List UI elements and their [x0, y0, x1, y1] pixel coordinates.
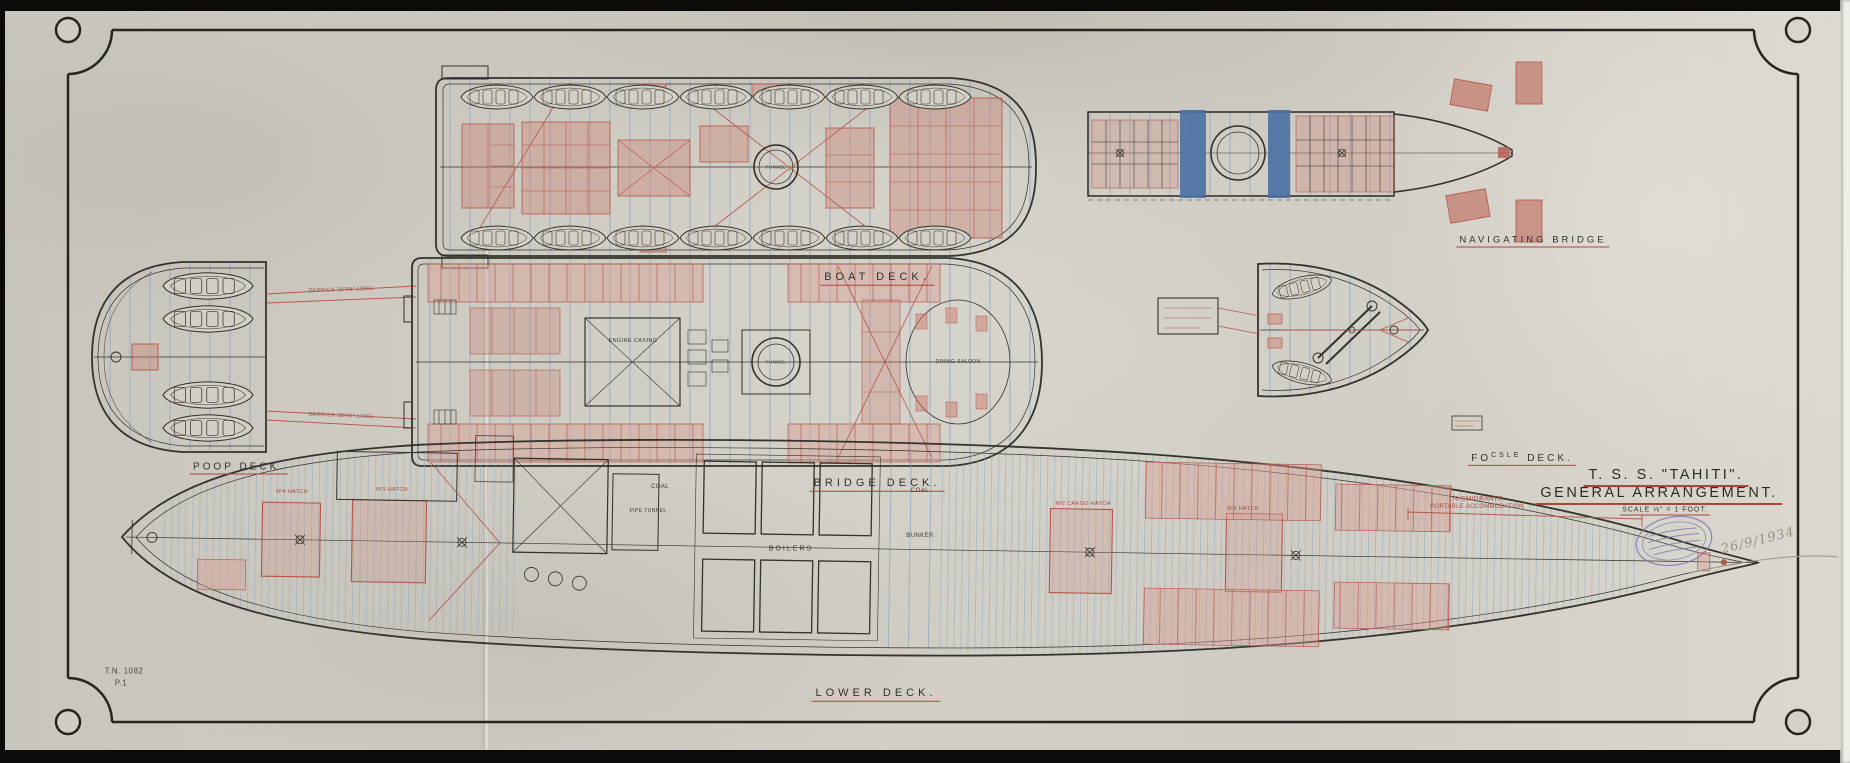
dining-saloon-label: DINING SALOON	[935, 359, 981, 365]
focsle-rest: DECK.	[1521, 453, 1573, 465]
bridge-deck-label: BRIDGE DECK.	[809, 477, 945, 492]
pumps	[524, 567, 587, 591]
boat-deck-outline	[435, 77, 1037, 257]
windlass	[1312, 300, 1381, 365]
corner-ornament	[1784, 708, 1812, 736]
derrick-runner-lines	[837, 265, 933, 459]
blue-deck-band	[1268, 110, 1290, 198]
cabin-block	[1295, 115, 1395, 193]
focsle-deck-plan	[1157, 262, 1483, 431]
refrigerator	[474, 435, 515, 483]
hull-outline	[120, 439, 1761, 657]
capstan	[110, 351, 122, 363]
coal-label-fwd: COAL	[911, 488, 929, 494]
corner-ornament	[54, 16, 82, 44]
cargo-hatches	[260, 499, 1284, 595]
hatch-trunk	[336, 450, 458, 502]
bunker-label: BUNKER	[906, 533, 934, 539]
scale-note: SCALE ⅛" = 1 FOOT.	[1620, 506, 1710, 516]
dining-saloon-room	[905, 299, 1011, 425]
casing	[611, 473, 660, 551]
poop-deck-outline	[91, 261, 267, 453]
emigrants-note-line2: PORTABLE ACCOMMODATION	[1430, 504, 1524, 510]
fore-deckhouse	[1157, 297, 1219, 335]
capstan	[1348, 326, 1356, 334]
blue-deck-band	[1180, 110, 1206, 198]
note-box	[1451, 415, 1483, 431]
corner-ornament	[54, 708, 82, 736]
drawing-number: T.N. 1082	[104, 666, 144, 676]
lower-deck-label: LOWER DECK.	[811, 687, 941, 702]
photo-backing-edge	[1840, 0, 1850, 763]
hatch-no3-label: Nº3 HATCH	[376, 487, 408, 493]
boat-deck-plan	[435, 65, 1037, 269]
focsle-prefix: FO	[1471, 453, 1492, 465]
funnel-label-boat: FUNNEL	[765, 164, 787, 170]
boat-deck-label: BOAT DECK.	[820, 271, 934, 286]
skylights	[687, 329, 729, 387]
corner-ornament	[1784, 16, 1812, 44]
pencil-stroke	[1689, 555, 1839, 574]
hatch-no4-label: Nº4 HATCH	[276, 489, 308, 495]
frame-border	[54, 16, 1812, 736]
capstan	[1389, 325, 1399, 335]
boilers	[700, 460, 873, 635]
focsle-deck-label: FOCSLE DECK.	[1468, 451, 1576, 467]
funnel-label-bridge: FUNNEL	[765, 359, 787, 365]
cabin-block	[1091, 119, 1179, 189]
poop-deck-label: POOP DECK.	[189, 462, 289, 475]
stairs	[433, 299, 457, 425]
derrick-runner-lines	[469, 91, 889, 245]
receipt-stamp	[1635, 515, 1713, 567]
mast-symbol	[1115, 148, 1347, 158]
navigating-bridge-label: NAVIGATING BRIDGE	[1456, 235, 1610, 248]
bridge-deck-outline	[411, 257, 1043, 467]
machinery-space	[512, 457, 609, 555]
sheet-title-arrangement: GENERAL ARRANGEMENT.	[1535, 485, 1783, 505]
mast-symbol	[294, 534, 1302, 561]
sheet-title-ship: T. S. S. "TAHITI".	[1583, 467, 1749, 487]
emigrants-dimension-line	[1407, 508, 1643, 527]
inner-cabins	[469, 299, 901, 425]
funnel-circle	[751, 337, 801, 387]
focsle-sup: CSLE	[1491, 451, 1522, 459]
engine-casing	[584, 317, 681, 407]
funnel-circle	[1210, 125, 1266, 181]
bridge-wing-house	[1445, 61, 1543, 243]
emigrants-note-line1: 76 EMIGRANTS	[1451, 495, 1503, 503]
engine-casing-label: ENGINE CASING	[608, 338, 658, 344]
anchor-chain-lines	[1282, 317, 1420, 343]
boiler-casing	[741, 329, 811, 395]
derrick-lines	[265, 285, 417, 429]
focsle-outline	[1257, 262, 1430, 398]
saloon-tables	[915, 307, 988, 418]
funnel-circle	[753, 144, 799, 190]
poop-deck-plan	[91, 261, 417, 453]
navigating-bridge-plan	[1087, 61, 1543, 243]
page-number: P.1	[114, 678, 128, 688]
coal-label-aft: COAL	[651, 484, 669, 490]
pipe-tunnel-label: PIPE TUNNEL	[629, 508, 667, 514]
hatch-no2-label: Nº2 CARGO HATCH	[1055, 501, 1111, 507]
hatch-no1-label: Nº1 HATCH	[1227, 506, 1259, 512]
bridge-deck-plan	[403, 257, 1043, 467]
boilers-label: BOILERS	[768, 545, 814, 553]
hatch	[131, 343, 159, 371]
